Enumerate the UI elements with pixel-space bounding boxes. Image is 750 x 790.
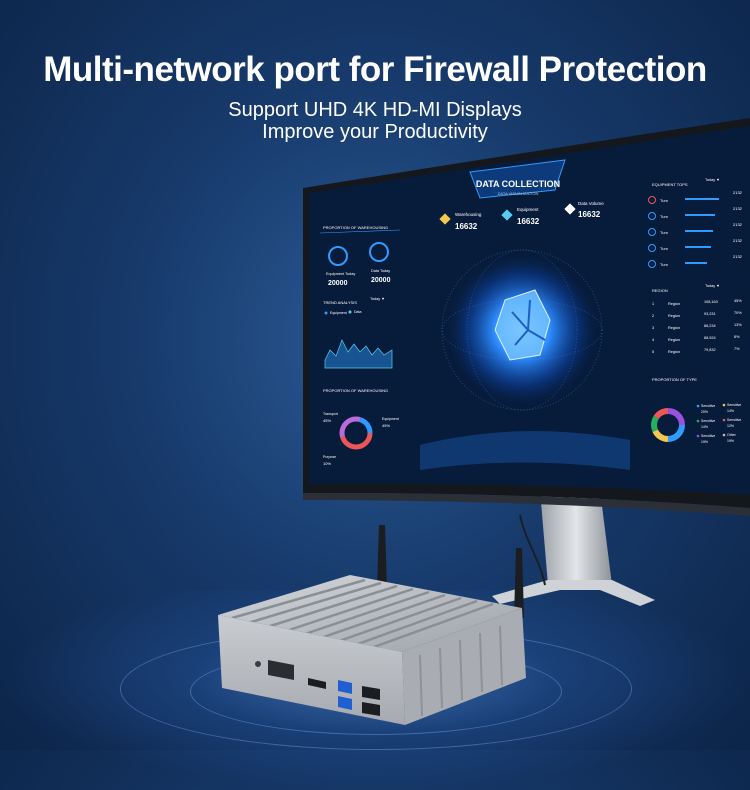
svg-text:12%: 12%: [727, 424, 734, 428]
right-panel: EQUIPMENT TOPS Today ▼ Turn 2132 Turn 21…: [648, 178, 743, 444]
subtitle-line-1: Support UHD 4K HD-MI Displays: [228, 99, 522, 121]
screen-center-subtitle: DATA VISUALIZATION: [498, 191, 539, 196]
svg-text:Equipment: Equipment: [330, 311, 347, 315]
svg-text:2132: 2132: [733, 190, 743, 195]
svg-text:19%: 19%: [727, 439, 734, 443]
svg-text:10%: 10%: [323, 461, 331, 466]
svg-text:2132: 2132: [733, 254, 743, 259]
svg-text:Data Volume: Data Volume: [578, 201, 604, 206]
subtitle-line-2: Improve your Productivity: [262, 121, 488, 143]
svg-text:16632: 16632: [578, 210, 601, 219]
svg-text:Region: Region: [668, 302, 680, 306]
usb-port-top: [362, 686, 380, 700]
product-scene: DATA COLLECTION DATA VISUALIZATION Wareh…: [218, 118, 750, 725]
svg-text:88,924: 88,924: [704, 336, 716, 340]
svg-text:Turn: Turn: [660, 262, 668, 267]
svg-text:16632: 16632: [455, 222, 478, 231]
svg-text:45%: 45%: [323, 418, 331, 423]
antennas: [377, 525, 524, 618]
svg-text:20%: 20%: [701, 410, 708, 414]
svg-text:14%: 14%: [727, 409, 734, 413]
svg-text:14%: 14%: [701, 425, 708, 429]
usb-port-bottom: [362, 702, 380, 716]
svg-text:Turn: Turn: [660, 214, 668, 219]
usb3-port-top: [338, 680, 352, 694]
dashboard-content: DATA COLLECTION DATA VISUALIZATION Wareh…: [319, 159, 743, 470]
screen-center-title: DATA COLLECTION: [476, 179, 560, 189]
svg-text:Purpose: Purpose: [323, 455, 336, 459]
svg-text:2: 2: [652, 314, 654, 318]
svg-text:EQUIPMENT TOPS: EQUIPMENT TOPS: [652, 182, 688, 187]
tops-list: Turn 2132 Turn 2132 Turn 2132 Turn 2132 …: [648, 190, 743, 268]
svg-text:93,231: 93,231: [704, 312, 716, 316]
svg-text:70%: 70%: [734, 311, 742, 315]
usb3-port-bottom: [338, 696, 352, 710]
svg-text:13%: 13%: [734, 323, 742, 327]
svg-text:86,234: 86,234: [704, 324, 716, 328]
svg-text:Region: Region: [668, 326, 680, 330]
svg-text:Today ▼: Today ▼: [705, 284, 720, 288]
type-legend: Sensitive 20% Sensitive 14% Sensitive 14…: [696, 403, 741, 444]
svg-text:7%: 7%: [734, 347, 740, 351]
svg-text:Region: Region: [668, 314, 680, 318]
svg-text:1: 1: [652, 302, 654, 306]
svg-text:2132: 2132: [733, 222, 743, 227]
svg-text:20000: 20000: [371, 277, 391, 284]
page-title: Multi-network port for Firewall Protecti…: [43, 50, 707, 89]
stat-data-volume: Data Volume 16632: [564, 201, 604, 219]
svg-text:Warehousing: Warehousing: [455, 212, 482, 217]
front-ports: [255, 660, 380, 716]
svg-text:Today ▼: Today ▼: [370, 297, 385, 301]
svg-text:45%: 45%: [734, 299, 742, 303]
svg-text:5: 5: [652, 350, 654, 354]
svg-text:Data Today: Data Today: [371, 269, 390, 273]
svg-text:Turn: Turn: [660, 230, 668, 235]
svg-text:Transport: Transport: [323, 412, 338, 416]
svg-text:8%: 8%: [734, 335, 740, 339]
svg-text:Equipment Today: Equipment Today: [326, 272, 355, 276]
globe-visualization: [441, 249, 603, 411]
svg-text:79,832: 79,832: [704, 348, 716, 352]
svg-text:19%: 19%: [701, 440, 708, 444]
svg-text:Sensitive: Sensitive: [701, 419, 715, 423]
svg-text:REGION: REGION: [652, 288, 668, 293]
svg-text:PROPORTION OF WAREHOUSING: PROPORTION OF WAREHOUSING: [323, 388, 388, 393]
svg-text:Equipment: Equipment: [517, 207, 539, 212]
svg-text:Sensitive: Sensitive: [727, 403, 741, 407]
svg-text:Today ▼: Today ▼: [705, 178, 720, 182]
region-table: 1 Region 108,163 45% 2 Region 93,231 70%…: [652, 299, 742, 354]
svg-text:TREND ANALYSIS: TREND ANALYSIS: [323, 300, 357, 305]
svg-text:Turn: Turn: [660, 198, 668, 203]
mini-pc: [218, 575, 526, 725]
front-panel: [218, 615, 405, 725]
svg-text:PROPORTION OF WAREHOUSING: PROPORTION OF WAREHOUSING: [323, 225, 388, 230]
svg-text:45%: 45%: [382, 423, 390, 428]
stat-warehousing: Warehousing 16632: [439, 212, 482, 231]
svg-text:3: 3: [652, 326, 654, 330]
svg-text:Sensitive: Sensitive: [727, 418, 741, 422]
svg-text:Turn: Turn: [660, 246, 668, 251]
svg-text:Sensitive: Sensitive: [701, 404, 715, 408]
svg-text:2132: 2132: [733, 238, 743, 243]
svg-text:4: 4: [652, 338, 654, 342]
monitor-stand: [492, 490, 655, 606]
type-donut: [651, 408, 685, 442]
svg-text:16632: 16632: [517, 217, 540, 226]
svg-text:108,163: 108,163: [704, 300, 718, 304]
svg-text:Region: Region: [668, 350, 680, 354]
svg-text:2132: 2132: [733, 206, 743, 211]
left-panel: PROPORTION OF WAREHOUSING Equipment Toda…: [319, 225, 401, 466]
hdmi-port: [308, 678, 326, 689]
wave-floor: [420, 431, 630, 470]
svg-text:Region: Region: [668, 338, 680, 342]
svg-text:PROPORTION OF TYPE: PROPORTION OF TYPE: [652, 377, 697, 382]
svg-text:Other: Other: [727, 433, 737, 437]
svg-text:20000: 20000: [328, 280, 348, 287]
svg-text:Equipment: Equipment: [382, 417, 399, 421]
svg-text:Sensitive: Sensitive: [701, 434, 715, 438]
svg-text:Data: Data: [354, 310, 361, 314]
stat-equipment: Equipment 16632: [501, 207, 540, 226]
